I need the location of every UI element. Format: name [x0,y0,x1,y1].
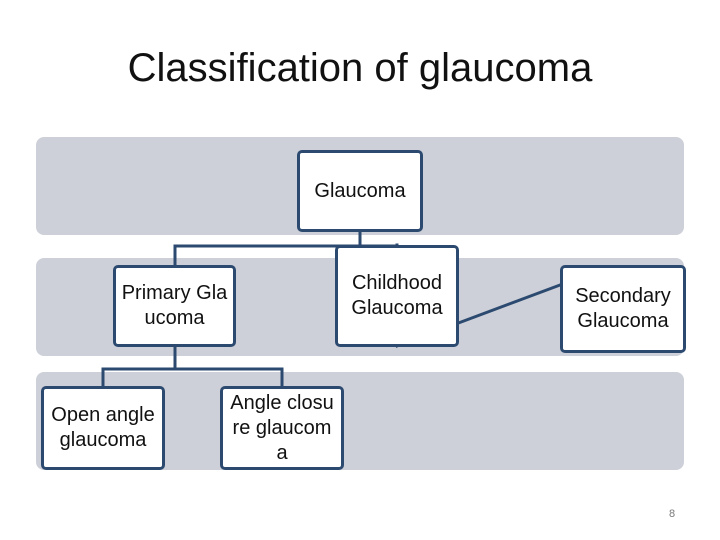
primary-glaucoma-label: Primary Glaucoma [121,282,228,329]
primary-glaucoma-node: Primary Glaucoma [113,265,236,347]
angle-closure-glaucoma-node: Angle closure glaucoma [220,386,344,470]
childhood-glaucoma-label: Childhood Glaucoma [351,272,443,319]
connector-primary-to-children [101,345,284,388]
childhood-glaucoma-node: Childhood Glaucoma [335,245,459,347]
secondary-glaucoma-label: Secondary Glaucoma [575,285,671,332]
glaucoma-node-label: Glaucoma [314,179,406,202]
glaucoma-node: Glaucoma [297,150,423,232]
slide-title: Classification of glaucoma [127,46,593,90]
angle-closure-glaucoma-label: Angle closure glaucoma [230,391,334,464]
open-angle-glaucoma-label: Open angle glaucoma [51,404,155,451]
connector-root-to-primary [173,230,362,267]
open-angle-glaucoma-node: Open angle glaucoma [41,386,165,470]
page-number: 8 [668,508,676,520]
secondary-glaucoma-node: Secondary Glaucoma [560,265,686,353]
